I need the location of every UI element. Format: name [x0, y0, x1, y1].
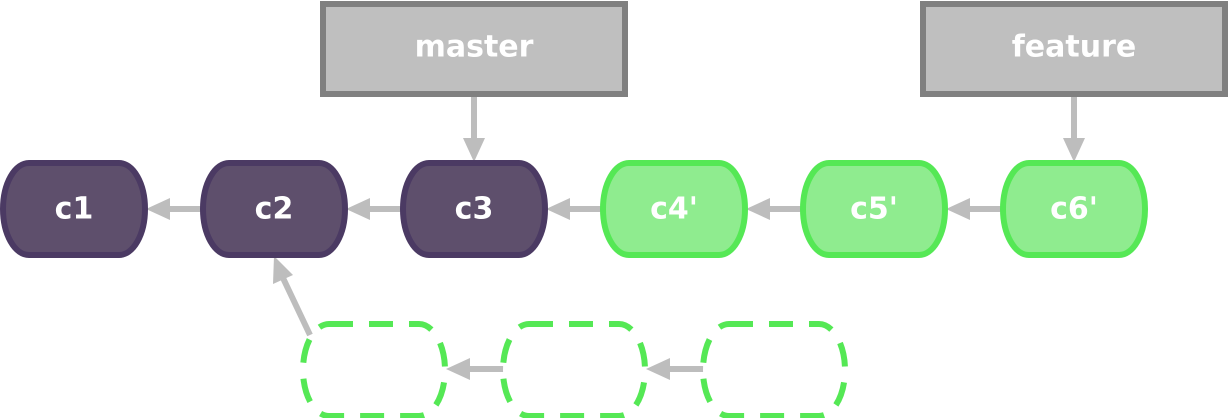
arrow-head-orphan2-to-orphan1	[446, 358, 470, 380]
arrow-head-c4-to-c3	[546, 198, 570, 220]
commit-c4-prime-node	[600, 160, 748, 258]
commit-c2-label: c2	[255, 192, 294, 227]
arrow-head-orphan1-to-c2	[273, 256, 293, 284]
arrow-head-c6-to-c5	[946, 198, 970, 220]
arrow-head-orphan3-to-orphan2	[646, 358, 670, 380]
commit-c4-prime-label: c4'	[650, 192, 698, 227]
branch-feature-box	[920, 1, 1228, 97]
branch-master: master	[320, 1, 628, 97]
commit-c2: c2	[200, 160, 348, 258]
branch-feature-label: feature	[1012, 30, 1136, 65]
commit-c5-prime-label: c5'	[850, 192, 898, 227]
arrow-head-c3-to-c2	[346, 198, 370, 220]
abandoned-commit-3-node	[700, 321, 848, 418]
branch-feature: feature	[920, 1, 1228, 97]
arrow-head-c5-to-c4	[746, 198, 770, 220]
arrow-head-feature-to-c6	[1063, 138, 1085, 162]
commit-c5-prime: c5'	[800, 160, 948, 258]
commit-c3-node	[400, 160, 548, 258]
commit-c6-prime-label: c6'	[1050, 192, 1098, 227]
arrow-orphan1-to-c2	[280, 276, 313, 337]
commit-c1-label: c1	[55, 192, 94, 227]
arrow-head-c2-to-c1	[146, 198, 170, 220]
branch-master-label: master	[415, 30, 534, 65]
commit-c2-node	[200, 160, 348, 258]
commit-c6-prime-node	[1000, 160, 1148, 258]
branch-master-box	[320, 1, 628, 97]
commit-c1: c1	[0, 160, 148, 258]
abandoned-commit-1	[300, 321, 448, 418]
commit-c5-prime-node	[800, 160, 948, 258]
abandoned-commit-3	[700, 321, 848, 418]
commit-c3-label: c3	[455, 192, 494, 227]
commit-c3: c3	[400, 160, 548, 258]
abandoned-commit-2	[500, 321, 648, 418]
commit-c4-prime: c4'	[600, 160, 748, 258]
abandoned-commit-2-node	[500, 321, 648, 418]
commit-c1-node	[0, 160, 148, 258]
arrows	[146, 97, 1085, 380]
abandoned-commit-1-node	[300, 321, 448, 418]
arrow-head-master-to-c3	[463, 138, 485, 162]
commit-c6-prime: c6'	[1000, 160, 1148, 258]
